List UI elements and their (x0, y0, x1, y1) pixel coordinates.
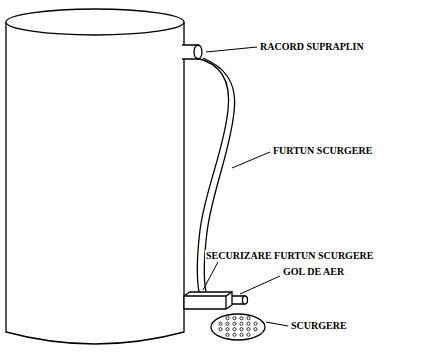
leader-line (206, 47, 257, 52)
part-label: RACORD SUPRAPLIN (259, 41, 365, 53)
bracket-edge (225, 296, 226, 309)
part-label: FURTUN SCURGERE (272, 145, 373, 157)
drain-hole (226, 333, 229, 336)
drain-hole (233, 328, 236, 331)
heater-body (6, 22, 184, 344)
outlet-end (243, 296, 248, 304)
bracket-top (184, 292, 232, 296)
drain-hole (219, 322, 222, 325)
drain-hole (240, 322, 243, 325)
drain-hole (226, 328, 229, 331)
drain-hole (226, 317, 229, 320)
part-label: GOL DE AER (282, 266, 345, 278)
leader-line (203, 262, 218, 290)
part-label: SCURGERE (290, 320, 348, 332)
heater-top (6, 9, 184, 35)
leader-line (232, 152, 270, 168)
drain-hole (247, 317, 250, 320)
hose-bracket (184, 292, 232, 309)
drain-hole (240, 317, 243, 320)
drain-hole (240, 328, 243, 331)
drain-hole (247, 328, 250, 331)
drain-hole (254, 322, 257, 325)
leader-line (266, 322, 288, 326)
drain-hole (254, 328, 257, 331)
drain-hole (233, 322, 236, 325)
drain-hole (219, 328, 222, 331)
floor-drain (211, 314, 265, 340)
drain-hole (226, 322, 229, 325)
drain-hole (240, 333, 243, 336)
drain-hole (233, 317, 236, 320)
drain-hole (247, 322, 250, 325)
drain-hole (233, 333, 236, 336)
leader-line (240, 276, 280, 294)
part-label: SECURIZARE FURTUN SCURGERE (205, 250, 374, 262)
drain-hole (247, 333, 250, 336)
fitting-end (194, 45, 202, 59)
drain-holes (219, 317, 257, 337)
